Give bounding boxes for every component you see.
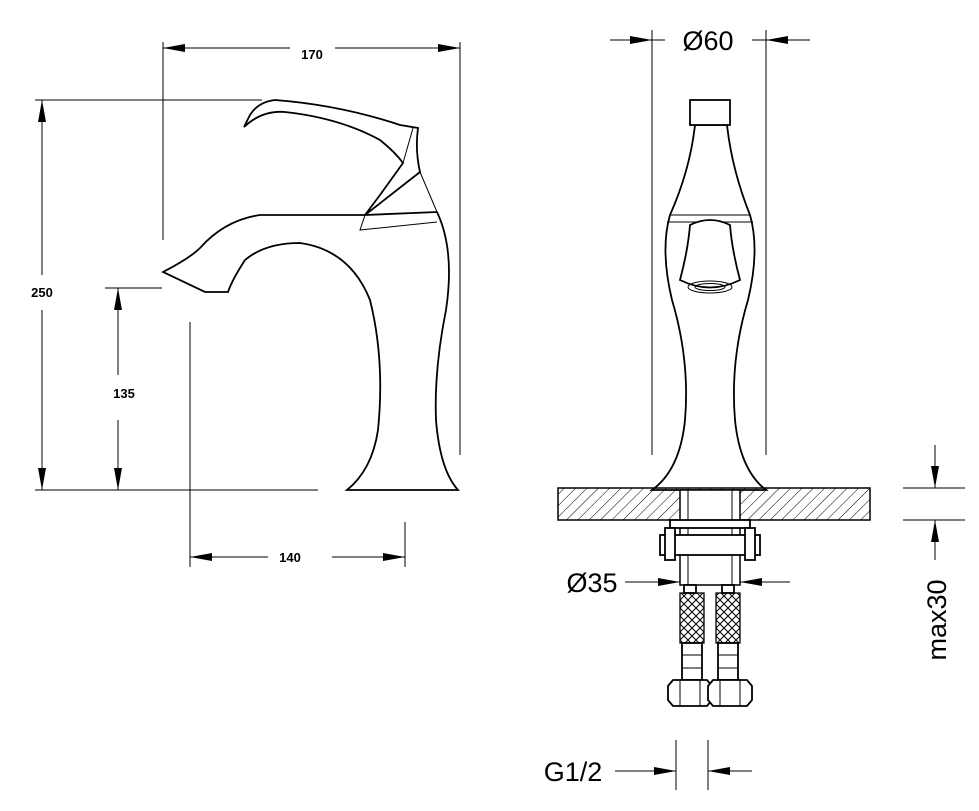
dim-label-diameter-35: Ø35: [566, 568, 617, 598]
dimension-250: 250: [31, 100, 53, 490]
dim-label-diameter-60: Ø60: [682, 26, 733, 56]
dim-label-250: 250: [31, 285, 53, 300]
dimension-max-30: max30: [903, 445, 965, 661]
dimension-170: 170: [163, 44, 460, 62]
faucet-body-front: [649, 124, 769, 491]
dim-label-g-1-2: G1/2: [544, 757, 603, 787]
dim-label-135: 135: [113, 386, 135, 401]
dim-label-max-30: max30: [922, 579, 952, 660]
dim-label-140: 140: [279, 550, 301, 565]
front-view: Ø60 Ø35: [544, 26, 965, 790]
handle-lever-side: [243, 99, 422, 216]
supply-hoses: [667, 584, 753, 707]
dim-label-170: 170: [301, 47, 323, 62]
dimension-diameter-60: Ø60: [610, 26, 810, 56]
side-view: 170 250 135 140: [31, 42, 461, 567]
faucet-body-side: [160, 211, 461, 491]
mounting-nut: [659, 534, 761, 556]
dimension-diameter-35: Ø35: [566, 568, 790, 598]
handle-cap-front: [689, 99, 731, 126]
dimension-g-1-2: G1/2: [544, 740, 752, 790]
spout-outlet-front: [678, 219, 742, 289]
dimension-140: 140: [190, 550, 405, 565]
dimension-135: 135: [113, 288, 135, 490]
